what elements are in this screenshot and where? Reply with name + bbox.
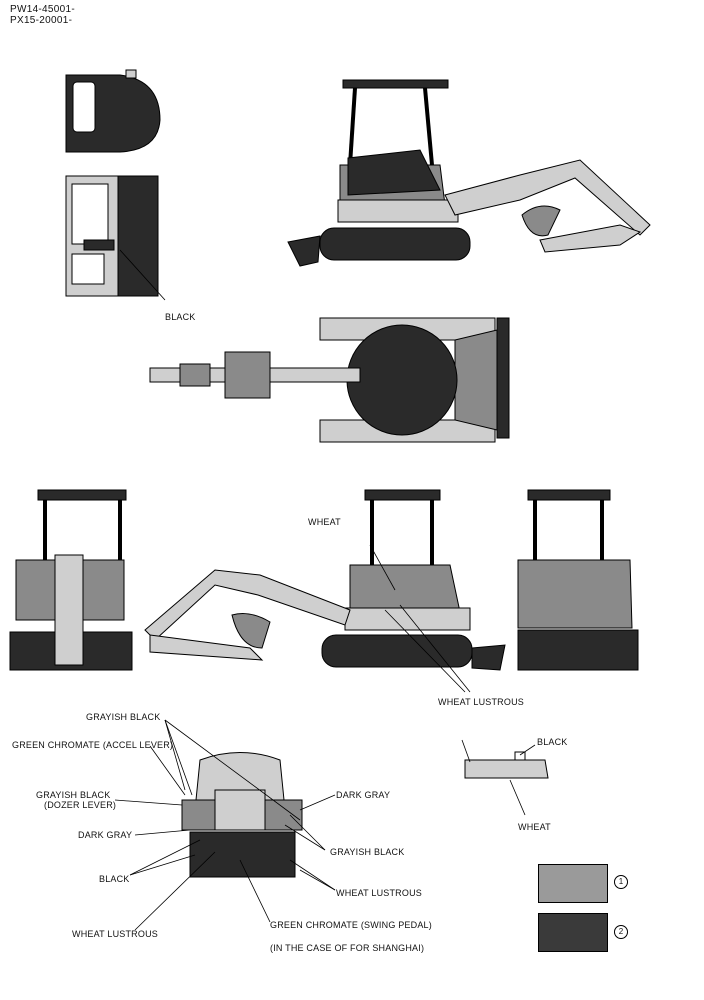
cab-roof-top-view — [65, 69, 161, 153]
label-wheat-part: WHEAT — [518, 822, 551, 832]
part-detail — [461, 739, 549, 816]
label-green-chromate-swing: GREEN CHROMATE (SWING PEDAL) — [270, 920, 432, 930]
cab-rear-view — [65, 175, 166, 301]
label-wheat-top: WHEAT — [308, 517, 341, 527]
label-grayish-black-right: GRAYISH BLACK — [330, 847, 405, 857]
operator-station-detail — [114, 719, 336, 931]
label-black-left: BLACK — [99, 874, 130, 884]
label-dark-gray-left: DARK GRAY — [78, 830, 133, 840]
label-in-case-shanghai: (IN THE CASE OF FOR SHANGHAI) — [270, 943, 425, 953]
excavator-side-view-left — [144, 489, 506, 693]
label-wheat-lustrous-right: WHEAT LUSTROUS — [336, 888, 422, 898]
serial-number-2: PX15-20001- — [10, 15, 73, 26]
excavator-side-view-right — [287, 79, 651, 267]
legend-number-2: 2 — [614, 925, 628, 939]
excavator-rear-view — [517, 489, 639, 671]
legend-number-1: 1 — [614, 875, 628, 889]
serial-number-1: PW14-45001- — [10, 4, 75, 15]
excavator-front-view — [9, 489, 133, 671]
label-grayish-black-dozer-1: GRAYISH BLACK — [36, 790, 111, 800]
legend-swatch-2 — [538, 913, 608, 952]
excavator-top-view — [149, 317, 510, 443]
label-grayish-black-top: GRAYISH BLACK — [86, 712, 161, 722]
label-green-chromate-accel: GREEN CHROMATE (ACCEL LEVER) — [12, 740, 174, 750]
label-black-part: BLACK — [537, 737, 568, 747]
label-wheat-lustrous-side: WHEAT LUSTROUS — [438, 697, 524, 707]
label-grayish-black-dozer-2: (DOZER LEVER) — [44, 800, 117, 810]
label-wheat-lustrous-left: WHEAT LUSTROUS — [72, 929, 158, 939]
label-dark-gray-right: DARK GRAY — [336, 790, 391, 800]
label-black-cab: BLACK — [165, 312, 196, 322]
legend-swatch-1 — [538, 864, 608, 903]
